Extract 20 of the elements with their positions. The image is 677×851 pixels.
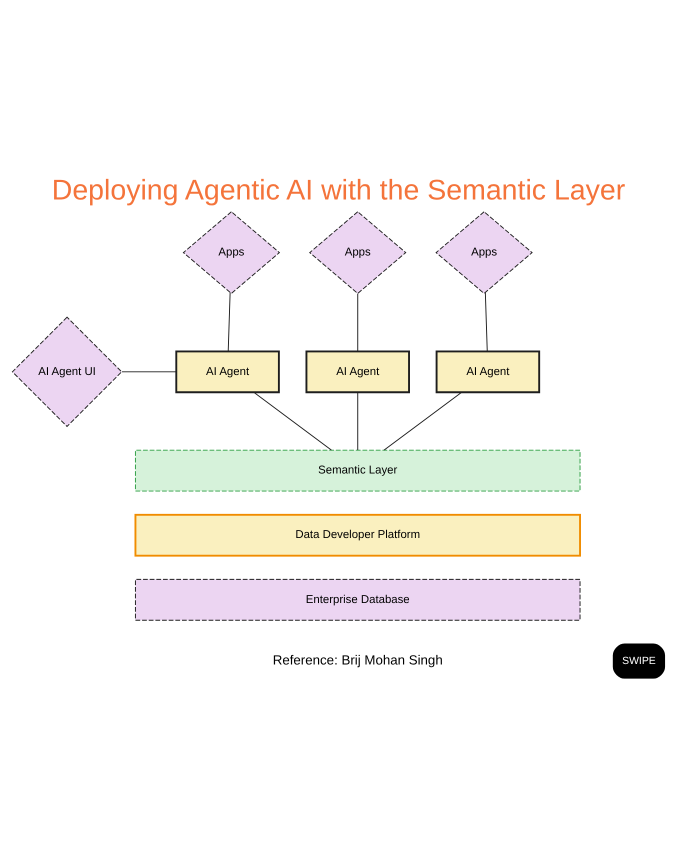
label: Reference: Brij Mohan Singh (272, 652, 443, 668)
node-diamond: Apps (435, 211, 533, 294)
node-box: AI Agent (306, 350, 410, 394)
node-diamond: Apps (182, 211, 280, 294)
node-box: Semantic Layer (134, 450, 581, 492)
connector (121, 371, 176, 372)
node-diamond: Apps (309, 211, 406, 294)
diagram-title: Deploying Agentic AI with the Semantic Layer (52, 174, 626, 206)
node-diamond: AI Agent UI (12, 316, 122, 428)
connector (253, 392, 332, 451)
node-box: Enterprise Database (134, 578, 581, 621)
node-box: AI Agent (175, 350, 280, 394)
label: SWIPE (622, 656, 656, 667)
connector (357, 392, 358, 451)
node-box: AI Agent (436, 350, 540, 394)
connector (357, 293, 358, 352)
connector (228, 292, 231, 352)
connector (484, 292, 488, 352)
node-box: Data Developer Platform (134, 514, 581, 557)
connector (384, 392, 462, 451)
